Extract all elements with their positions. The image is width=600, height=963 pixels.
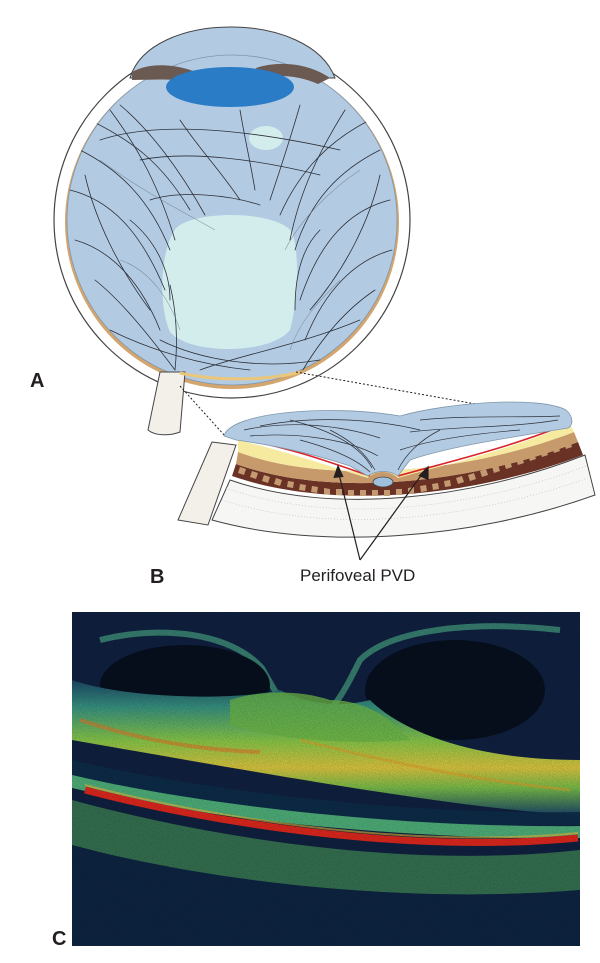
pvd-arrows <box>333 464 429 561</box>
optic-nerve <box>147 371 186 436</box>
zoom-lines <box>179 371 533 437</box>
perifoveal-pvd-label: Perifoveal PVD <box>300 566 416 585</box>
panel-c-oct-scan <box>72 612 580 946</box>
small-lacuna <box>249 126 283 150</box>
fovea <box>372 476 394 488</box>
sclera-band <box>211 454 596 538</box>
large-lacuna <box>162 214 298 350</box>
lens <box>166 67 294 107</box>
panel-a-eye-diagram <box>53 26 411 436</box>
outer-retina-layer <box>236 432 578 484</box>
panel-b-magnified-section <box>177 401 596 561</box>
vitreous-fibers <box>69 104 393 376</box>
detached-vitreous <box>223 401 573 477</box>
iris-right <box>256 63 330 84</box>
rpe-layer <box>232 442 583 496</box>
panel-label-a: A <box>30 370 45 392</box>
posterior-retina <box>179 370 301 381</box>
optic-nerve-section <box>177 441 237 526</box>
panel-label-c: C <box>52 928 67 950</box>
panel-label-b: B <box>150 566 165 588</box>
inner-retina-layer <box>238 424 574 478</box>
